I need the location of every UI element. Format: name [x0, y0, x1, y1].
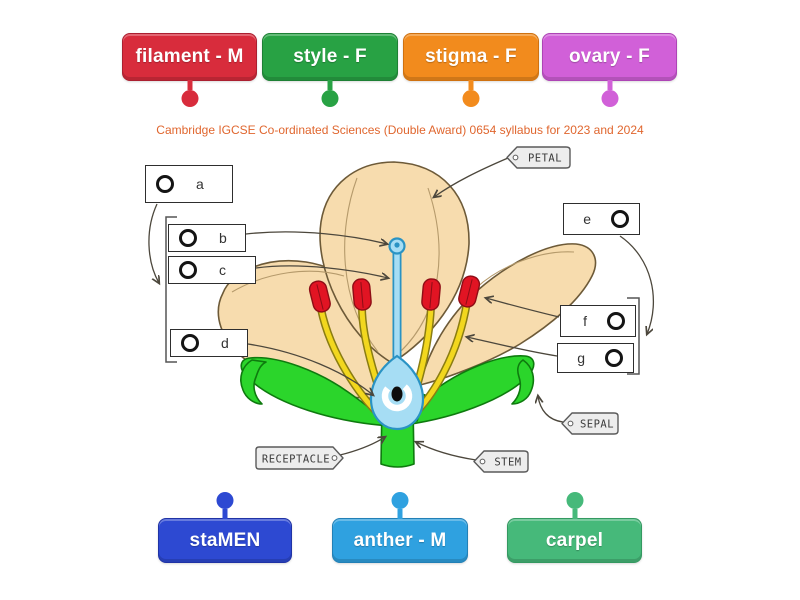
chip-pin: [566, 492, 583, 519]
right-sepal-shape: [395, 355, 535, 427]
word-chip-label: staMEN: [189, 529, 261, 551]
word-chip-label: filament - M: [135, 46, 244, 67]
slot-letter: b: [219, 230, 227, 246]
slot-letter: d: [221, 335, 229, 351]
tag-sepal: SEPAL: [561, 412, 619, 435]
word-chip-label: stigma - F: [425, 46, 517, 67]
target-ring-icon: [156, 175, 174, 193]
tag-petal: PETAL: [506, 146, 571, 169]
slot-letter: c: [219, 262, 226, 278]
chip-pin: [462, 80, 480, 107]
left-sepal-shape: [240, 356, 391, 427]
target-ring-icon: [179, 229, 197, 247]
center-petal-shape: [319, 161, 470, 364]
tag-stem: STEM: [473, 450, 529, 473]
word-chip-label: style - F: [293, 46, 367, 67]
answer-slot-b[interactable]: b: [168, 224, 246, 252]
receptacle-shape: [370, 389, 426, 422]
tag-receptacle: RECEPTACLE: [255, 446, 344, 470]
word-chip-label: carpel: [545, 529, 604, 551]
answer-slot-c[interactable]: c: [168, 256, 256, 284]
slot-letter: g: [577, 350, 585, 366]
chip-pin: [216, 492, 234, 519]
answer-slot-g[interactable]: g: [557, 343, 634, 373]
petal-shapes: [217, 161, 597, 400]
chip-pin: [321, 80, 339, 107]
word-chip-label: ovary - F: [569, 46, 650, 67]
target-ring-icon: [181, 334, 199, 352]
word-chip-filament[interactable]: filament - M: [122, 33, 257, 107]
ovary-shape: [369, 354, 425, 431]
word-chip-stigma[interactable]: stigma - F: [403, 33, 539, 107]
target-ring-icon: [607, 312, 625, 330]
slot-letter: a: [196, 176, 204, 192]
petal-fold-lines: [231, 177, 575, 353]
chip-pin: [181, 80, 198, 107]
chip-pin: [601, 80, 618, 107]
slot-letter: f: [583, 313, 587, 329]
word-chip-anther[interactable]: anther - M: [332, 492, 468, 563]
tag-petal-label: PETAL: [528, 153, 562, 165]
anther-shapes: [308, 275, 481, 313]
stem-shape: [380, 403, 415, 468]
word-chip-style[interactable]: style - F: [262, 33, 398, 107]
tag-receptacle-label: RECEPTACLE: [262, 454, 330, 466]
ovule-shape: [391, 386, 403, 402]
activity-title: Cambridge IGCSE Co-ordinated Sciences (D…: [156, 123, 644, 137]
slot-letter: e: [583, 211, 591, 227]
word-chip-carpel[interactable]: carpel: [507, 492, 642, 563]
word-chip-ovary[interactable]: ovary - F: [542, 33, 677, 107]
tag-sepal-label: SEPAL: [580, 419, 614, 431]
target-ring-icon: [179, 261, 197, 279]
answer-slot-f[interactable]: f: [560, 305, 636, 337]
answer-slot-a[interactable]: a: [145, 165, 233, 203]
word-chip-label: anther - M: [353, 529, 447, 551]
stigma-shape: [388, 237, 406, 255]
filament-shapes: [317, 298, 471, 429]
target-ring-icon: [605, 349, 623, 367]
answer-slot-d[interactable]: d: [170, 329, 248, 357]
word-chip-stamen[interactable]: staMEN: [158, 492, 292, 563]
chip-pin: [391, 492, 409, 519]
target-ring-icon: [611, 210, 629, 228]
answer-slot-e[interactable]: e: [563, 203, 640, 235]
sepal-shapes: [240, 355, 535, 468]
tag-stem-label: STEM: [494, 457, 521, 469]
